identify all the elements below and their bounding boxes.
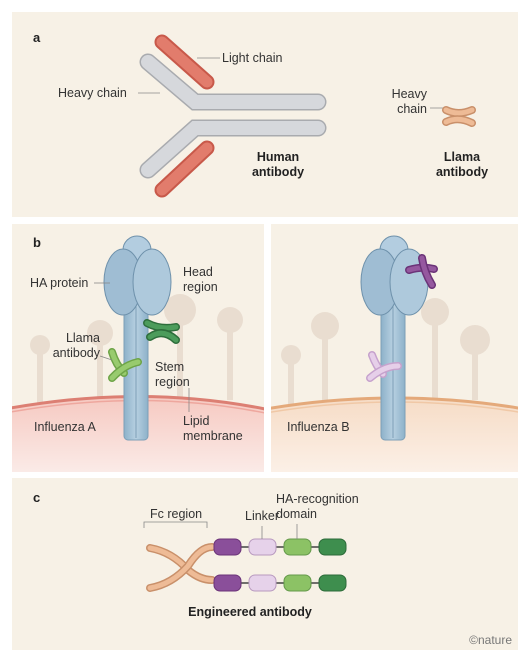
heavy-chain-label: Heavy chain <box>58 86 127 100</box>
panel-b-label: b <box>33 235 41 250</box>
influenza-a-scene <box>12 235 264 472</box>
panel-a-label: a <box>33 30 41 45</box>
llama-antibody-dark-green <box>143 319 180 344</box>
llama-heavy-chain-label: Heavy chain <box>391 87 427 116</box>
upper-linker <box>248 538 277 556</box>
lower-dark-green-domain <box>318 574 347 592</box>
influenza-a-label: Influenza A <box>34 420 96 434</box>
panel-b-leader-lines <box>94 282 190 412</box>
upper-dark-green-domain <box>318 538 347 556</box>
fc-bracket <box>143 521 208 528</box>
llama-antibody-purple <box>405 254 438 289</box>
human-antibody-label: Human antibody <box>251 150 305 179</box>
ha-head-b <box>360 235 429 316</box>
stem-region-label: Stem region <box>155 360 190 389</box>
llama-antibody-b-label: Llama antibody <box>52 331 100 360</box>
lower-linker <box>248 574 277 592</box>
light-chain-label: Light chain <box>222 51 283 65</box>
linker-label: Linker <box>245 509 280 523</box>
ha-recognition-label: HA-recognition domain <box>276 492 359 521</box>
panel-a-background <box>12 12 518 217</box>
influenza-b-scene <box>271 235 518 472</box>
upper-purple-domain <box>213 538 242 556</box>
llama-antibody-label: Llama antibody <box>435 150 489 179</box>
lower-light-green-domain <box>283 574 312 592</box>
engineered-antibody-drawing <box>143 521 347 592</box>
fc-region-label: Fc region <box>150 507 203 521</box>
lower-purple-domain <box>213 574 242 592</box>
ha-protein-label: HA protein <box>30 276 89 290</box>
influenza-b-label: Influenza B <box>287 420 350 434</box>
head-region-label: Head region <box>183 265 218 294</box>
ha-head <box>103 235 172 316</box>
panel-c-background <box>12 478 518 650</box>
llama-antibody-pink <box>366 351 402 382</box>
human-antibody-drawing <box>139 34 327 198</box>
engineered-antibody-label: Engineered antibody <box>188 605 312 619</box>
llama-antibody-drawing <box>442 106 476 127</box>
llama-antibody-light-green <box>108 348 142 382</box>
panel-c-label: c <box>33 490 41 505</box>
lipid-membrane-label: Lipid membrane <box>183 414 243 443</box>
upper-light-green-domain <box>283 538 312 556</box>
nature-credit: ©nature <box>469 633 512 647</box>
